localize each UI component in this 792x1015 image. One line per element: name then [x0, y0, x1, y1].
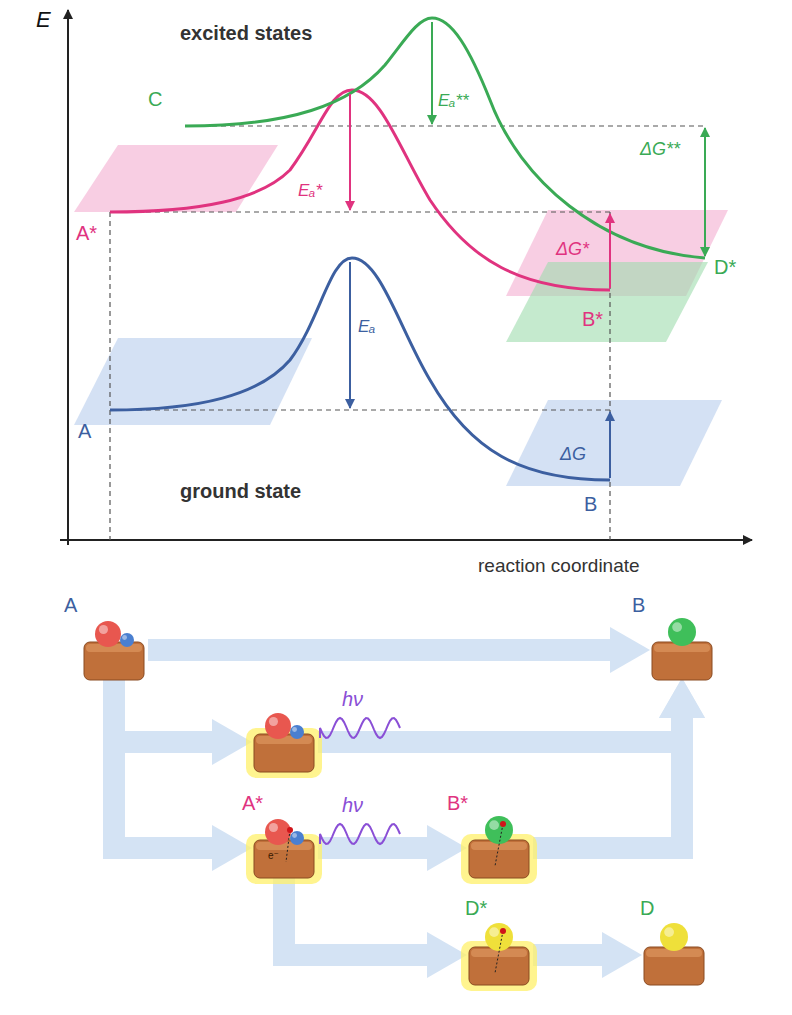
- free-energy-arrow: [609, 214, 611, 288]
- diagram-label: A*: [76, 222, 97, 244]
- diagram-label: E: [36, 8, 51, 32]
- state-label: D*: [465, 897, 487, 919]
- process-arrow: [114, 680, 212, 742]
- diagram-label: Eₐ**: [438, 92, 469, 111]
- free-energy-arrow: [704, 128, 706, 256]
- catalyst-node: D: [640, 925, 708, 985]
- diagram-label: C: [148, 88, 162, 110]
- photon-label: hν: [342, 794, 363, 816]
- process-arrow: [318, 837, 427, 859]
- catalyst-icon: [250, 818, 318, 878]
- activation-arrow: [349, 262, 351, 408]
- diagram-label: ΔG: [560, 445, 586, 465]
- catalyst-icon: [250, 712, 318, 772]
- x-axis: [60, 539, 752, 541]
- diagram-label: ground state: [180, 480, 301, 502]
- state-label: A*: [242, 792, 263, 814]
- process-arrow: [284, 878, 427, 955]
- energy-plane: [506, 262, 708, 342]
- state-label: B*: [447, 792, 468, 814]
- process-arrow: [533, 944, 602, 966]
- y-axis: [67, 10, 69, 545]
- energy-plane: [74, 145, 278, 212]
- activation-arrow: [349, 94, 351, 210]
- catalyst-icon: [465, 925, 533, 985]
- catalyst-node: B: [648, 620, 716, 680]
- process-arrow: [148, 639, 610, 661]
- diagram-label: reaction coordinate: [478, 556, 640, 577]
- diagram-label: Eₐ*: [298, 182, 322, 201]
- state-label: A: [64, 594, 77, 616]
- diagram-label: D*: [714, 256, 736, 278]
- catalyst-node: B*: [465, 818, 533, 878]
- process-arrow: [533, 718, 682, 848]
- diagram-label: excited states: [180, 22, 312, 44]
- diagram-label: B*: [582, 308, 603, 330]
- diagram-label: ΔG*: [556, 240, 589, 260]
- catalyst-node: hν: [250, 712, 318, 772]
- catalyst-icon: [80, 620, 148, 680]
- excited-state-curve: [110, 90, 610, 290]
- diagram-label: ΔG**: [640, 140, 680, 160]
- free-energy-arrow: [609, 412, 611, 478]
- photon-wave: [320, 718, 400, 738]
- photon-wave: [320, 824, 400, 844]
- process-arrow: [114, 680, 212, 848]
- diagram-label: B: [584, 493, 597, 515]
- catalyst-node: D*: [465, 925, 533, 985]
- catalyst-icon: [640, 925, 708, 985]
- diagram-label: Eₐ: [358, 318, 375, 337]
- excited-state-curve: [185, 18, 705, 258]
- process-arrow: [318, 718, 682, 742]
- catalyst-node: A: [80, 620, 148, 680]
- diagram-label: e⁻: [268, 850, 279, 861]
- catalyst-node: A*hν: [250, 818, 318, 878]
- state-label: D: [640, 897, 654, 919]
- activation-arrow: [431, 22, 433, 124]
- dashed-guides: [110, 126, 705, 540]
- catalyst-icon: [465, 818, 533, 878]
- photon-label: hν: [342, 688, 363, 710]
- catalyst-icon: [648, 620, 716, 680]
- state-label: B: [632, 594, 645, 616]
- ground-state-curve: [110, 258, 610, 480]
- diagram-label: A: [78, 420, 91, 442]
- energy-plane: [506, 400, 722, 486]
